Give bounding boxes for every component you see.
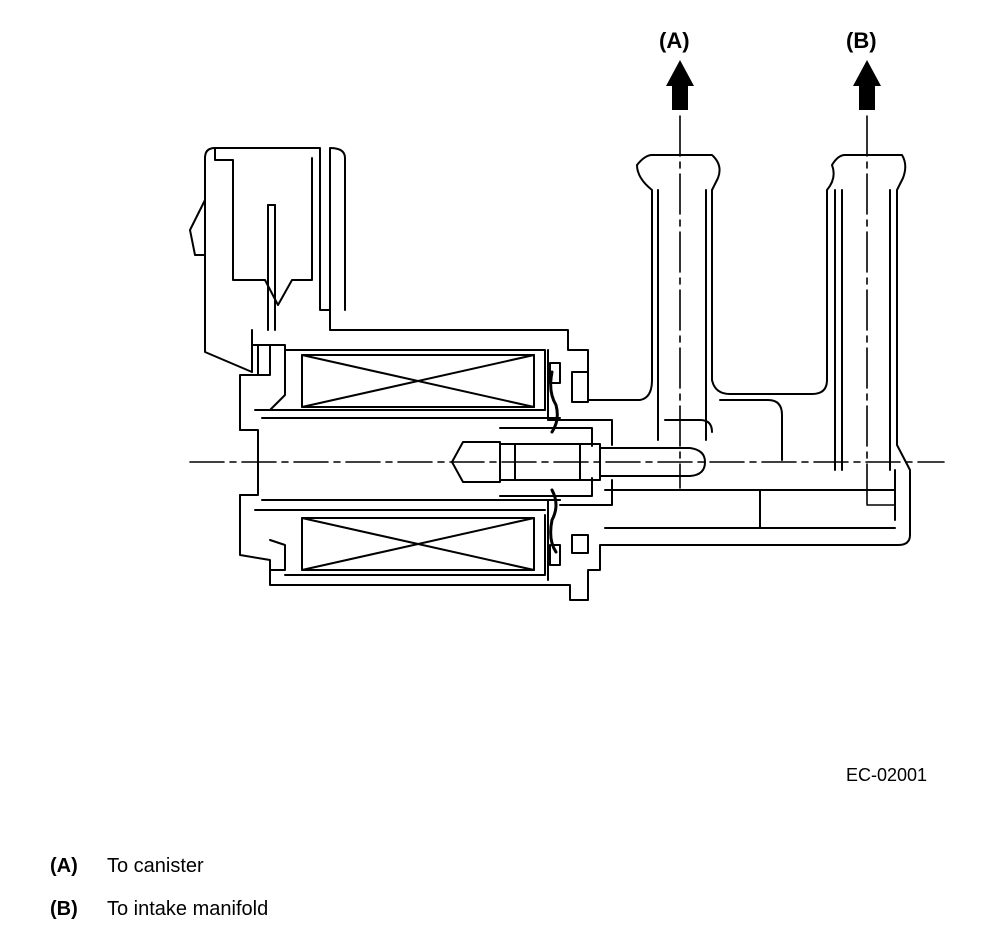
port-a-arrow-icon: [666, 60, 694, 110]
legend-item-a: (A) To canister: [50, 855, 204, 878]
figure-code: EC-02001: [846, 765, 928, 785]
legend-item-b: (B) To intake manifold: [50, 898, 268, 921]
legend-key: (B): [50, 898, 78, 920]
port-a-label: (A): [659, 28, 690, 53]
coil-end-cap: [547, 349, 589, 581]
valve-body: [239, 154, 911, 601]
valve-plunger: [451, 419, 706, 506]
lower-solenoid-coil: [284, 514, 546, 576]
upper-solenoid-coil: [284, 349, 546, 411]
legend-text: To intake manifold: [107, 898, 269, 920]
port-b-label: (B): [846, 28, 877, 53]
legend-text: To canister: [107, 855, 204, 877]
electrical-connector: [189, 147, 346, 373]
return-spring: [549, 370, 559, 434]
legend-key: (A): [50, 855, 78, 877]
port-b-arrow-icon: [853, 60, 881, 110]
